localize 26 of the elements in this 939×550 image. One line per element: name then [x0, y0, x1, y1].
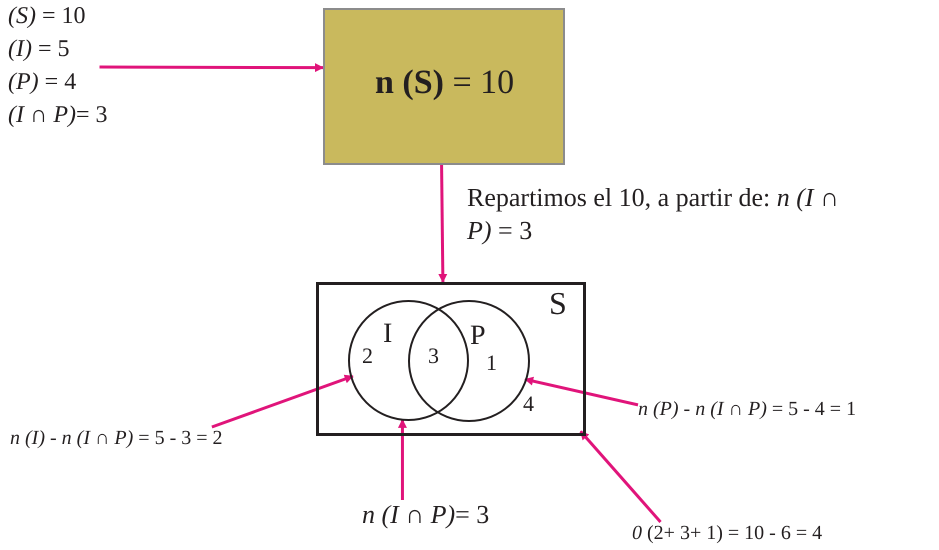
formula-line: (S) = 10 [8, 2, 87, 31]
quantity-box [323, 8, 565, 165]
arrow [100, 63, 324, 72]
set-label: S [549, 285, 567, 322]
region-count: 4 [523, 391, 534, 417]
formula-line: (I ∩ P)= 3 [8, 101, 108, 130]
universal-set-rect [316, 282, 586, 436]
arrow [524, 376, 638, 406]
arrow [579, 430, 662, 523]
arrow [398, 418, 407, 500]
arrow [211, 374, 354, 428]
quantity-text: n (S) = 10 [375, 64, 514, 102]
formula-text: n (P) - n (I ∩ P) = 5 - 4 = 1 [638, 398, 856, 421]
formula-line: (P) = 4 [8, 68, 78, 97]
formula-line: (I) = 5 [8, 35, 71, 64]
region-count: 2 [362, 343, 373, 369]
formula-text: n (I ∩ P)= 3 [362, 500, 490, 530]
region-count: 3 [428, 343, 439, 369]
edge-label: Repartimos el 10, a partir de: n (I ∩ P) = 3 [467, 182, 840, 246]
arrow [438, 164, 448, 283]
region-count: 1 [486, 350, 497, 376]
set-label: I [383, 318, 392, 350]
set-circle [348, 300, 469, 421]
set-label: P [470, 320, 486, 352]
formula-text: 0 (2+ 3+ 1) = 10 - 6 = 4 [632, 522, 822, 545]
formula-text: n (I) - n (I ∩ P) = 5 - 3 = 2 [10, 427, 223, 450]
